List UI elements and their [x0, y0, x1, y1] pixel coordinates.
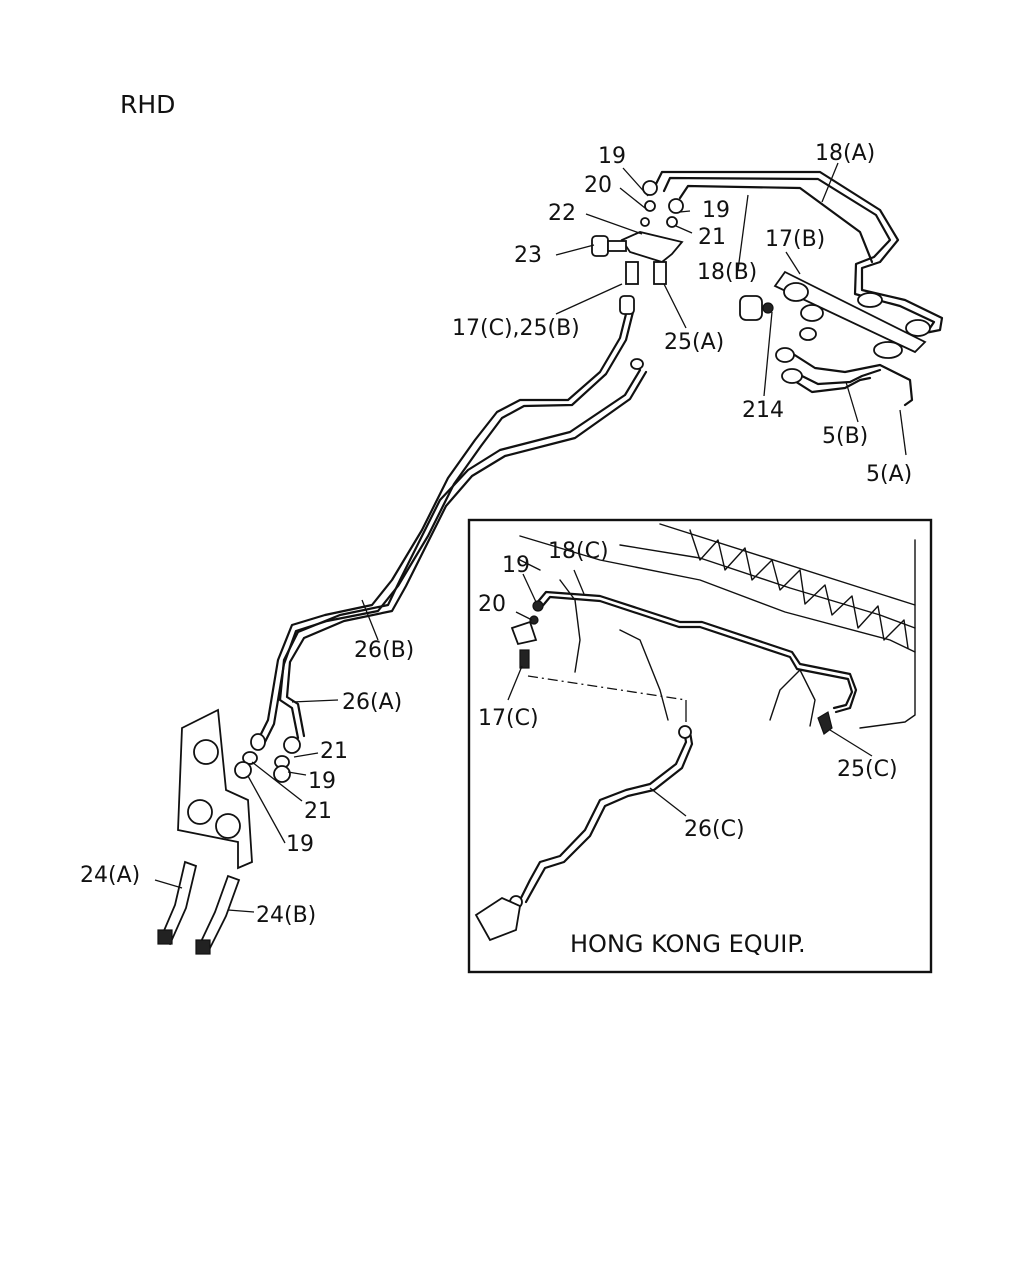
inset-label-20: 20: [478, 592, 506, 617]
label-214: 214: [742, 398, 784, 423]
label-18a: 18(A): [815, 141, 875, 166]
inset-label-18c: 18(C): [548, 539, 609, 564]
label-5b: 5(B): [822, 424, 868, 449]
label-25a: 25(A): [664, 330, 724, 355]
label-18b: 18(B): [697, 260, 757, 285]
label-19-mid: 19: [308, 769, 336, 794]
pipe-18a: [653, 170, 944, 337]
inset-label-26c: 26(C): [684, 817, 745, 842]
label-17b: 17(B): [765, 227, 825, 252]
label-19-top: 19: [598, 144, 626, 169]
label-17c-25b: 17(C),25(B): [452, 316, 580, 341]
lower-fittings: [234, 733, 301, 783]
label-20-top: 20: [584, 173, 612, 198]
junction-bracket: [619, 180, 684, 370]
label-5a: 5(A): [866, 462, 912, 487]
label-24a: 24(A): [80, 863, 140, 888]
inset-label-17c: 17(C): [478, 706, 539, 731]
lower-bracket: [177, 708, 253, 870]
label-26a: 26(A): [342, 690, 402, 715]
pipe-26b: [256, 308, 635, 746]
hose-24b: [195, 874, 241, 955]
label-21-top: 21: [698, 225, 726, 250]
label-21-low: 21: [304, 799, 332, 824]
label-24b: 24(B): [256, 903, 316, 928]
label-19-right: 19: [702, 198, 730, 223]
pipe-26a: [278, 368, 648, 740]
label-19-low: 19: [286, 832, 314, 857]
pipe-5: [788, 350, 914, 407]
inset-title: HONG KONG EQUIP.: [570, 930, 806, 958]
label-21-mid: 21: [320, 739, 348, 764]
bolt-23: [591, 235, 627, 257]
leader-lines: [154, 162, 907, 913]
page-title: RHD: [120, 90, 175, 119]
pipe-18b: [678, 184, 874, 264]
hose-24a: [157, 860, 198, 946]
label-22: 22: [548, 201, 576, 226]
inset-label-19: 19: [502, 553, 530, 578]
inset-label-25c: 25(C): [837, 757, 898, 782]
valve-block-17b: [739, 270, 931, 384]
label-23: 23: [514, 243, 542, 268]
label-26b: 26(B): [354, 638, 414, 663]
inset-panel: [467, 518, 933, 974]
